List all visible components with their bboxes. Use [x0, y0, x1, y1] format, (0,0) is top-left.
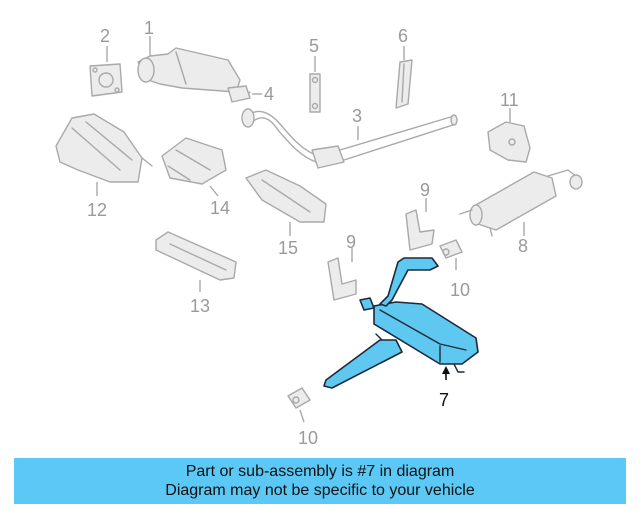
- label-14: 14: [210, 198, 230, 218]
- leader-10-bottom: [299, 409, 305, 423]
- part-13-heat-shield: [155, 231, 237, 281]
- label-7: 7: [439, 390, 449, 410]
- part-8-rear-muffler: [459, 169, 583, 237]
- arrow-7: [442, 366, 450, 374]
- banner-line-2: Diagram may not be specific to your vehi…: [165, 482, 475, 499]
- label-15: 15: [278, 238, 298, 258]
- part-9-hanger-upper: [405, 209, 435, 251]
- label-3: 3: [352, 106, 362, 126]
- part-10-isolator-bottom: [287, 387, 311, 409]
- part-5-hanger-rod: [309, 73, 321, 113]
- part-12-heat-shield: [55, 113, 153, 183]
- label-10-right: 10: [450, 280, 470, 300]
- part-2-gasket: [89, 63, 123, 97]
- exhaust-parts-diagram: 2 1 4 5 6 3: [55, 18, 583, 448]
- banner-line-1: Part or sub-assembly is #7 in diagram: [185, 463, 455, 480]
- label-5: 5: [309, 36, 319, 56]
- part-14-heat-shield: [161, 137, 227, 185]
- label-2: 2: [100, 26, 110, 46]
- part-11-bracket: [487, 121, 531, 163]
- label-11: 11: [500, 90, 519, 110]
- part-6-bracket: [395, 59, 413, 109]
- part-15-heat-shield: [245, 169, 327, 223]
- part-7-muffler-highlighted: [323, 257, 479, 389]
- label-10-bottom: 10: [298, 428, 318, 448]
- label-1: 1: [144, 18, 154, 38]
- info-banner: Part or sub-assembly is #7 in diagram Di…: [14, 458, 626, 504]
- leader-14: [209, 185, 219, 197]
- label-9-upper: 9: [420, 180, 430, 200]
- label-13: 13: [190, 296, 210, 316]
- label-9-left: 9: [346, 232, 356, 252]
- label-8: 8: [518, 236, 528, 256]
- part-3-front-pipe: [241, 108, 458, 169]
- label-4: 4: [264, 84, 274, 104]
- part-4-clamp: [227, 85, 251, 103]
- label-12: 12: [87, 200, 107, 220]
- part-10-isolator-right: [439, 239, 463, 259]
- label-6: 6: [398, 26, 408, 46]
- part-9-hanger-left: [327, 257, 357, 301]
